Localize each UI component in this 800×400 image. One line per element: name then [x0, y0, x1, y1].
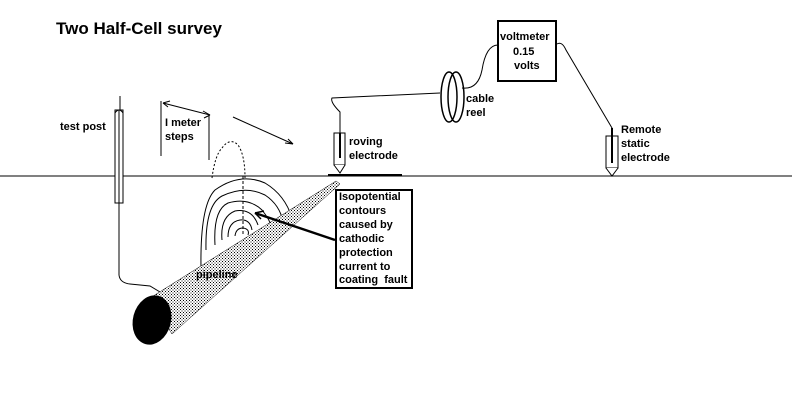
isopotential-contours — [200, 178, 293, 269]
roving-electrode-icon — [331, 92, 441, 174]
potential-profile-curve — [211, 141, 246, 179]
cable-reel-icon — [440, 44, 499, 123]
meter-step-arrows — [160, 100, 294, 160]
callout-line: caused by — [339, 218, 393, 231]
pipeline — [132, 180, 341, 345]
voltmeter-unit: volts — [514, 60, 540, 72]
callout-line: protection — [339, 246, 393, 259]
cable-reel-label: cable reel — [466, 92, 494, 120]
test-post-icon — [114, 96, 124, 204]
diagram-title: Two Half-Cell survey — [56, 19, 222, 38]
roving-electrode-label: roving electrode — [349, 135, 398, 163]
callout-line: coating fault — [339, 274, 408, 287]
cable-reel-line-2: reel — [466, 107, 486, 119]
callout-line: Isopotential — [339, 191, 401, 203]
callout-arrow — [254, 211, 336, 242]
callout-line: cathodic — [339, 232, 385, 245]
test-post-label: test post — [60, 121, 106, 133]
cable-reel-line-1: cable — [466, 93, 495, 105]
meter-steps-line-1: I meter — [165, 117, 202, 129]
pipeline-label: pipeline — [196, 269, 238, 281]
callout-text: Isopotential contours caused by cathodic… — [339, 191, 407, 288]
remote-line-3: electrode — [621, 152, 670, 164]
callout-box: Isopotential contours caused by cathodic… — [335, 189, 413, 289]
meter-steps-label: I meter steps — [165, 116, 201, 144]
callout-line: contours — [339, 204, 387, 217]
remote-line-1: Remote — [621, 124, 662, 136]
remote-electrode-label: Remote static electrode — [621, 123, 670, 165]
voltmeter-reading: 0.15 — [513, 46, 535, 58]
test-post-wire — [118, 203, 166, 296]
remote-electrode-icon — [605, 128, 619, 177]
remote-line-2: static — [621, 138, 650, 150]
remote-wire — [556, 42, 613, 150]
voltmeter-box: voltmeter 0.15 volts — [497, 20, 557, 82]
callout-line: current to — [339, 260, 391, 273]
roving-line-1: roving — [349, 136, 383, 148]
meter-steps-line-2: steps — [165, 131, 194, 143]
voltmeter-label: voltmeter — [500, 31, 550, 43]
roving-line-2: electrode — [349, 150, 398, 162]
pipe-end-icon — [132, 295, 172, 345]
